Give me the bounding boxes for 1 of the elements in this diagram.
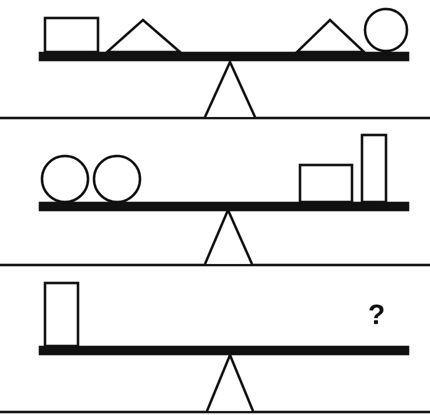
question-mark: ? (368, 300, 386, 330)
